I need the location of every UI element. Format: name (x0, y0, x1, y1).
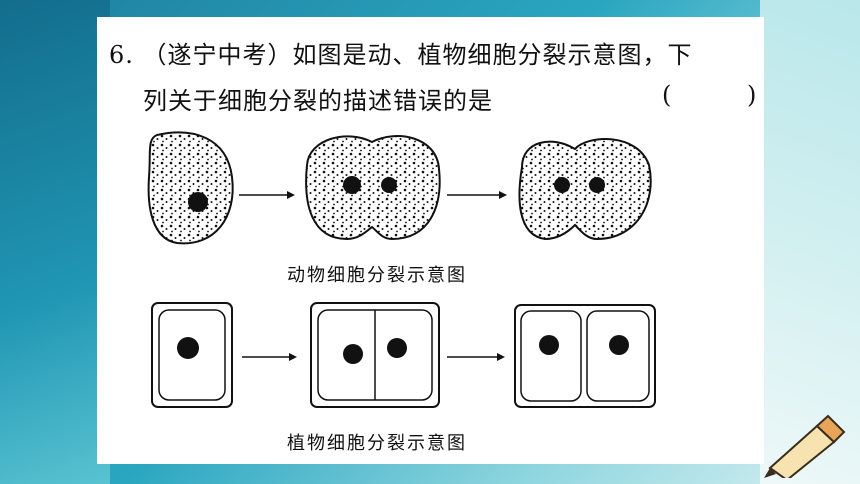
question-card: 6. （遂宁中考）如图是动、植物细胞分裂示意图，下 列关于细胞分裂的描述错误的是… (97, 17, 764, 464)
animal-nucleus-2b (381, 177, 397, 193)
animal-nucleus-3b (589, 177, 605, 193)
animal-cell-2 (305, 135, 441, 241)
plant-nucleus-1 (177, 337, 199, 359)
answer-paren-left: ( (662, 81, 672, 109)
animal-nucleus-1 (188, 192, 208, 212)
plant-nucleus-2b (387, 338, 407, 358)
pencil-icon (764, 414, 846, 478)
question-text-line2: 列关于细胞分裂的描述错误的是 (143, 87, 493, 115)
cell-division-figures (147, 131, 656, 408)
answer-paren-right: ) (747, 81, 757, 109)
animal-nucleus-2a (343, 176, 361, 194)
plant-nucleus-2a (343, 344, 363, 364)
animal-nucleus-3a (554, 177, 570, 193)
plant-cell-1 (151, 302, 233, 408)
question-text-line1: 6. （遂宁中考）如图是动、植物细胞分裂示意图，下 (109, 41, 693, 69)
animal-cell-3 (518, 138, 652, 241)
plant-cell-3 (514, 304, 656, 408)
plant-nucleus-3a (539, 335, 559, 355)
plant-division-caption: 植物细胞分裂示意图 (287, 433, 467, 454)
background-right-panel (760, 0, 860, 484)
animal-cell-1 (147, 131, 234, 245)
background-left-panel (0, 0, 110, 484)
plant-cell-2 (310, 302, 440, 408)
animal-division-caption: 动物细胞分裂示意图 (287, 265, 467, 286)
plant-nucleus-3b (609, 335, 629, 355)
